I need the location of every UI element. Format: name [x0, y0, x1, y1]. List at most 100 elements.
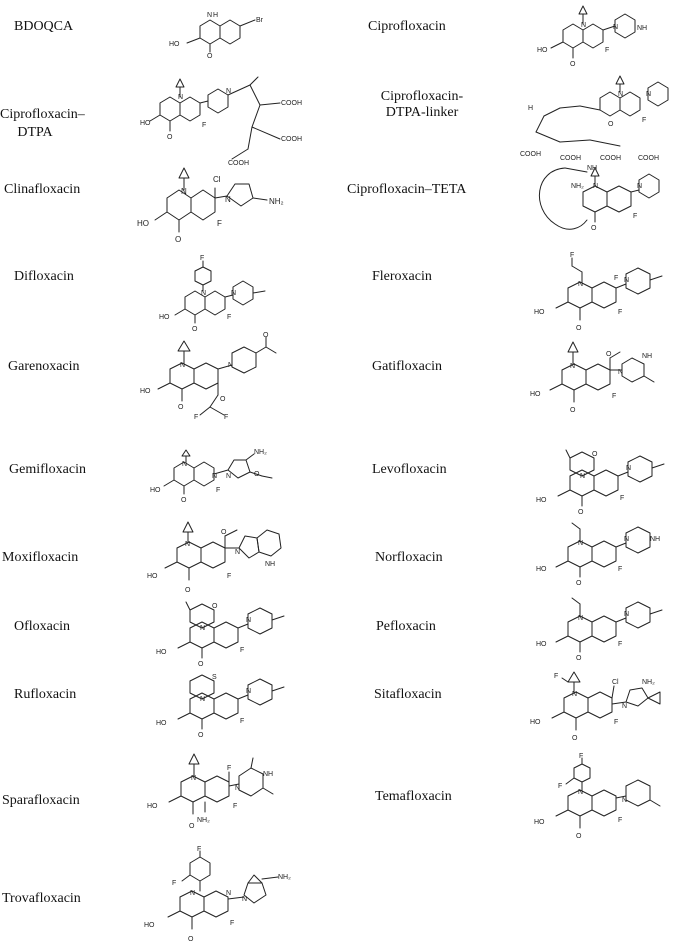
compound-name: Rufloxacin	[14, 687, 77, 702]
compound-name: Ciprofloxacin–TETA	[347, 182, 467, 197]
svg-text:F: F	[558, 783, 562, 790]
svg-text:N: N	[578, 540, 583, 547]
svg-text:COOH: COOH	[520, 151, 541, 158]
svg-text:HO: HO	[156, 649, 167, 656]
svg-text:F: F	[618, 309, 622, 316]
svg-text:O: O	[608, 121, 614, 128]
svg-text:NH: NH	[265, 561, 275, 568]
svg-text:O: O	[212, 603, 218, 610]
svg-text:HO: HO	[536, 566, 547, 573]
svg-text:O: O	[198, 661, 204, 668]
svg-text:O: O	[198, 732, 204, 739]
svg-text:O: O	[591, 225, 597, 232]
svg-text:F: F	[614, 275, 618, 282]
svg-text:COOH: COOH	[228, 160, 249, 167]
svg-text:N: N	[235, 785, 240, 792]
compound-name: Clinafloxacin	[4, 182, 81, 197]
svg-text:HO: HO	[159, 314, 170, 321]
svg-text:F: F	[230, 920, 234, 927]
svg-text:HO: HO	[530, 719, 541, 726]
structure-diagram: F N F N F HO O	[530, 250, 680, 340]
svg-text:N: N	[578, 615, 583, 622]
svg-text:F: F	[240, 647, 244, 654]
svg-text:N: N	[191, 775, 196, 782]
svg-text:N: N	[212, 473, 217, 480]
svg-text:F: F	[233, 803, 237, 810]
svg-text:F: F	[618, 817, 622, 824]
svg-text:HO: HO	[534, 309, 545, 316]
svg-text:Cl: Cl	[612, 679, 619, 686]
compound-name: Garenoxacin	[8, 359, 80, 374]
structure-diagram: N N F HO O COOH COOH COOH	[140, 65, 305, 170]
svg-text:NH: NH	[263, 771, 273, 778]
compound-name: Levofloxacin	[372, 462, 447, 477]
svg-text:F: F	[605, 47, 609, 54]
svg-text:N: N	[570, 363, 575, 370]
svg-text:COOH: COOH	[281, 100, 302, 107]
structure-diagram: N N O O F F HO O	[140, 332, 310, 445]
svg-text:HO: HO	[144, 922, 155, 929]
svg-text:N: N	[624, 277, 629, 284]
svg-text:COOH: COOH	[281, 136, 302, 143]
structure-diagram: N N N NH₂ O F HO O	[150, 448, 295, 504]
svg-text:N: N	[622, 703, 627, 710]
svg-text:HO: HO	[534, 819, 545, 826]
structure-diagram: N O N NH F HO O	[530, 336, 680, 426]
svg-text:N: N	[226, 473, 231, 480]
svg-text:N: N	[613, 24, 618, 31]
svg-text:N: N	[231, 290, 236, 297]
svg-text:F: F	[217, 219, 222, 228]
compound-name: Sitafloxacin	[374, 687, 442, 702]
compound-name: Difloxacin	[14, 269, 74, 284]
svg-text:F: F	[570, 252, 574, 259]
svg-text:COOH: COOH	[638, 155, 659, 162]
structure-diagram: N H Br HO O	[165, 8, 295, 60]
svg-text:F: F	[633, 213, 637, 220]
compound-name: Pefloxacin	[376, 619, 436, 634]
compound-name: Ciprofloxacin–DTPA	[0, 107, 85, 140]
svg-text:H: H	[213, 12, 218, 19]
structure-diagram: N F N NH F NH₂ HO O	[145, 750, 310, 840]
structure-diagram: F F N N F HO O	[530, 752, 680, 847]
svg-text:N: N	[246, 617, 251, 624]
svg-text:O: O	[221, 529, 227, 536]
svg-text:F: F	[200, 255, 204, 262]
svg-text:F: F	[554, 673, 558, 680]
svg-text:O: O	[178, 404, 184, 411]
svg-text:O: O	[576, 325, 582, 332]
svg-text:HO: HO	[147, 573, 158, 580]
compound-name: Ofloxacin	[14, 619, 70, 634]
svg-text:F: F	[172, 880, 176, 887]
svg-text:HO: HO	[140, 120, 151, 127]
svg-text:F: F	[216, 487, 220, 494]
svg-text:Cl: Cl	[213, 175, 221, 184]
svg-text:N: N	[200, 625, 205, 632]
svg-text:N: N	[580, 473, 585, 480]
svg-text:HO: HO	[536, 641, 547, 648]
svg-text:O: O	[576, 833, 582, 840]
svg-text:F: F	[240, 718, 244, 725]
svg-text:O: O	[263, 332, 269, 339]
svg-text:O: O	[181, 497, 187, 504]
compound-name: Fleroxacin	[372, 269, 432, 284]
structure-diagram: S N N F HO O	[150, 665, 300, 745]
structure-diagram: N O N NH F HO O	[145, 518, 310, 598]
structure-diagram: N Cl N F HO O NH₂	[135, 160, 305, 250]
svg-text:N: N	[226, 890, 231, 897]
svg-text:N: N	[581, 22, 586, 29]
svg-text:O: O	[592, 451, 598, 458]
svg-text:F: F	[579, 753, 583, 760]
svg-text:HO: HO	[150, 487, 161, 494]
structure-diagram: F N N F HO O	[155, 255, 305, 335]
svg-text:NH₂: NH₂	[571, 183, 584, 190]
svg-text:N: N	[572, 691, 577, 698]
structure-diagram: N N F HO O	[530, 590, 680, 670]
structure-diagram: N N NH F HO O	[530, 515, 680, 595]
compound-name: Sparafloxacin	[2, 793, 80, 808]
svg-text:F: F	[224, 414, 228, 421]
svg-text:H: H	[528, 105, 533, 112]
svg-text:NH₂: NH₂	[197, 817, 210, 824]
svg-text:O: O	[606, 351, 612, 358]
svg-text:F: F	[614, 719, 618, 726]
compound-name: Norfloxacin	[375, 550, 443, 565]
